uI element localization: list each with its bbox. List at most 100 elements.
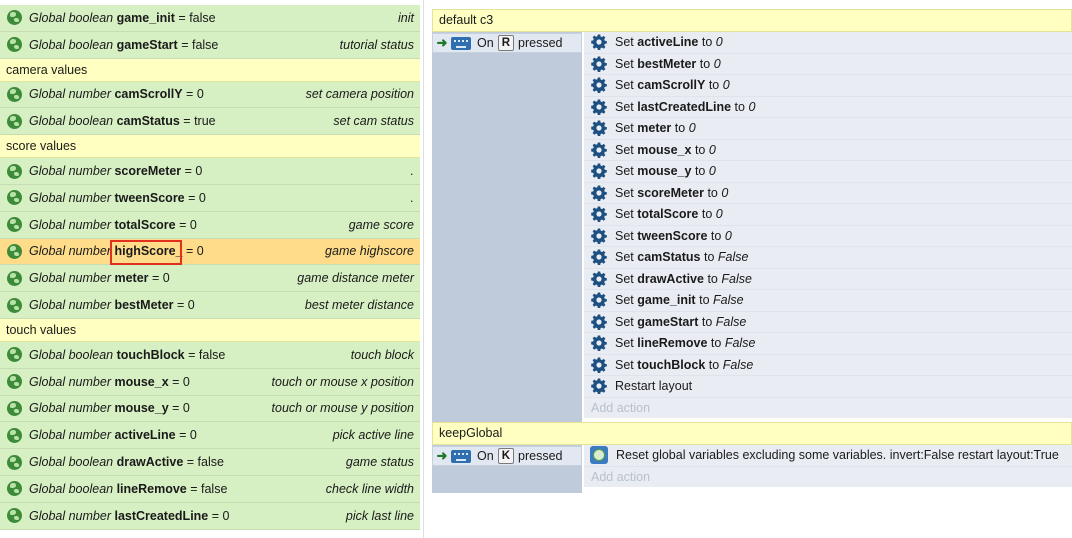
variable-comment: . (410, 164, 414, 179)
action-row[interactable]: Set touchBlock to False (584, 355, 1072, 376)
variable-scope: Global (29, 244, 69, 259)
action-row[interactable]: Set camScrollY to 0 (584, 75, 1072, 97)
gear-icon (591, 378, 607, 395)
action-row[interactable]: Set activeLine to 0 (584, 32, 1072, 54)
variable-equals: = (184, 347, 199, 362)
variable-type: boolean (68, 37, 117, 52)
variable-declaration: Global number activeLine = 0 (29, 428, 197, 442)
globe-icon (7, 37, 22, 53)
group-header-default-c3[interactable]: default c3 (432, 9, 1072, 32)
action-row[interactable]: Set drawActive to False (584, 269, 1072, 290)
action-variable: camScrollY (637, 78, 706, 93)
action-variable: lineRemove (637, 336, 708, 351)
globe-icon (7, 427, 22, 443)
action-value: False (722, 357, 754, 372)
variable-value: 0 (198, 190, 206, 205)
action-verb: Set (615, 35, 634, 50)
action-row[interactable]: Set tweenScore to 0 (584, 226, 1072, 247)
global-variable-row[interactable]: Global number tweenScore = 0. (0, 184, 420, 212)
variable-declaration: Global number bestMeter = 0 (29, 298, 195, 312)
action-text: Reset global variables excluding some va… (616, 448, 1059, 463)
variable-equals: = (182, 87, 197, 102)
globe-icon (7, 217, 22, 233)
condition-prefix: On (477, 449, 494, 463)
action-row[interactable]: Set totalScore to 0 (584, 204, 1072, 226)
action-value: 0 (721, 185, 729, 200)
action-value: False (724, 336, 756, 351)
variable-name: game_init (116, 10, 175, 25)
condition-suffix: pressed (518, 36, 563, 50)
add-action-link[interactable]: Add action (591, 400, 651, 415)
variable-scope: Global (29, 401, 69, 416)
variable-value: 0 (189, 428, 197, 443)
variable-declaration: Global number scoreMeter = 0 (29, 164, 202, 178)
variable-name: meter (114, 271, 149, 286)
gear-icon (591, 314, 607, 330)
action-to: to (710, 228, 722, 243)
globe-icon (7, 86, 22, 102)
global-variable-row[interactable]: Global number scoreMeter = 0. (0, 158, 420, 185)
variable-comment: touch or mouse y position (271, 401, 414, 416)
variable-comment: best meter distance (304, 298, 414, 313)
variable-declaration: Global boolean camStatus = true (29, 114, 216, 128)
variable-group-header[interactable]: camera values (0, 58, 420, 82)
action-to: to (701, 207, 713, 222)
action-row[interactable]: Reset global variables excluding some va… (584, 445, 1072, 467)
action-row[interactable]: Set scoreMeter to 0 (584, 183, 1072, 204)
action-to: to (708, 357, 720, 372)
action-row[interactable]: Set mouse_y to 0 (584, 161, 1072, 183)
action-row[interactable]: Set meter to 0 (584, 118, 1072, 140)
global-variable-row[interactable]: Global number bestMeter = 0 best meter di… (0, 292, 420, 319)
action-value: 0 (708, 142, 716, 157)
gear-icon (591, 56, 607, 72)
action-to: to (734, 99, 745, 114)
action-value: 0 (715, 207, 723, 222)
variable-name: scoreMeter (114, 164, 182, 179)
action-verb: Set (615, 293, 634, 308)
variable-name: gameStart (116, 37, 178, 52)
event-condition-block[interactable] (432, 32, 582, 428)
action-to: to (674, 121, 686, 136)
action-row[interactable]: Set gameStart to False (584, 312, 1072, 333)
variable-type: number (68, 190, 115, 205)
variable-scope: Global (29, 481, 69, 496)
action-row[interactable]: Restart layout (584, 376, 1072, 398)
action-value: False (713, 293, 744, 308)
action-row[interactable]: Set camStatus to False (584, 247, 1072, 269)
variable-group-header[interactable]: score values (0, 135, 420, 159)
action-row[interactable]: Set mouse_x to 0 (584, 140, 1072, 161)
add-action-link[interactable]: Add action (591, 469, 651, 484)
variable-comment: . (410, 190, 414, 205)
variable-type: boolean (68, 114, 117, 129)
variable-group-header[interactable]: touch values (0, 318, 420, 342)
action-row[interactable]: Set bestMeter to 0 (584, 54, 1072, 75)
action-text: Set lineRemove to False (615, 336, 755, 350)
variable-comment: game score (348, 217, 414, 232)
group-header-keepglobal[interactable]: keepGlobal (432, 422, 1072, 445)
variable-value: true (194, 114, 216, 129)
action-row[interactable]: Set lastCreatedLine to 0 (584, 97, 1072, 118)
variable-equals: = (175, 217, 190, 232)
action-to: to (701, 35, 713, 50)
action-verb: Set (615, 271, 634, 286)
variable-scope: Global (29, 508, 69, 523)
action-row[interactable]: Set lineRemove to False (584, 333, 1072, 355)
action-row[interactable]: Set game_init to False (584, 290, 1072, 312)
